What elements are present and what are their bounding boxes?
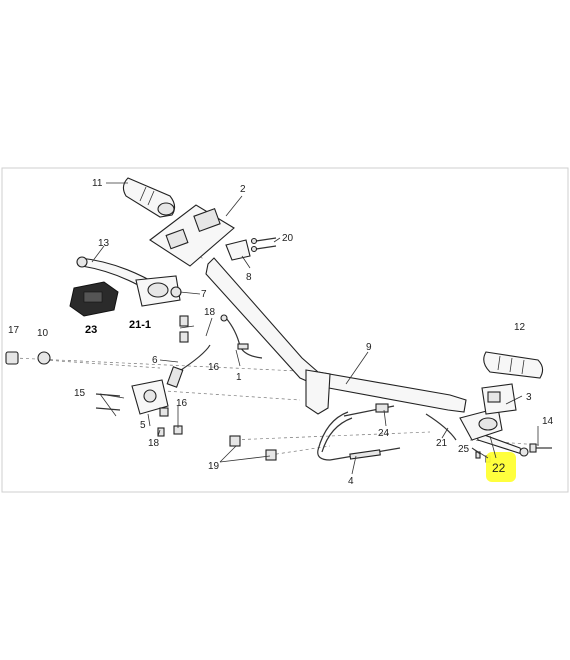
left-grip-part[interactable] bbox=[122, 177, 176, 218]
banjo-bolt-part-18[interactable] bbox=[179, 315, 189, 343]
label-2[interactable]: 2 bbox=[240, 184, 246, 195]
label-18-bottom[interactable]: 18 bbox=[148, 438, 160, 449]
label-1[interactable]: 1 bbox=[236, 372, 242, 383]
label-9[interactable]: 9 bbox=[366, 342, 372, 353]
throttle-cable-part[interactable] bbox=[220, 314, 263, 359]
rear-brake-lever-part[interactable] bbox=[425, 407, 529, 457]
label-11[interactable]: 11 bbox=[92, 178, 103, 189]
label-3[interactable]: 3 bbox=[526, 392, 532, 403]
part-labels: 11 2 13 20 8 7 23 21-1 18 12 17 10 9 6 1… bbox=[8, 178, 554, 487]
label-13[interactable]: 13 bbox=[98, 238, 110, 249]
nut-part-10[interactable] bbox=[37, 351, 51, 365]
right-switch-part[interactable] bbox=[481, 383, 517, 415]
label-22[interactable]: 22 bbox=[492, 461, 506, 475]
bolts-part-15[interactable] bbox=[95, 393, 183, 437]
switch-part-23[interactable] bbox=[69, 281, 119, 317]
bolt-part-14[interactable] bbox=[529, 443, 552, 453]
label-6[interactable]: 6 bbox=[152, 355, 158, 366]
bolts-part-19[interactable] bbox=[229, 435, 277, 461]
label-19[interactable]: 19 bbox=[208, 461, 220, 472]
brake-cable-part-4[interactable] bbox=[317, 411, 401, 461]
label-16-bottom[interactable]: 16 bbox=[176, 398, 188, 409]
label-24[interactable]: 24 bbox=[378, 428, 390, 439]
label-12[interactable]: 12 bbox=[514, 322, 526, 333]
screws-part-20[interactable] bbox=[250, 237, 277, 253]
label-16-top[interactable]: 16 bbox=[208, 362, 220, 373]
label-21[interactable]: 21 bbox=[436, 438, 448, 449]
label-23[interactable]: 23 bbox=[85, 324, 97, 336]
diagram-frame bbox=[1, 167, 569, 493]
label-17[interactable]: 17 bbox=[8, 325, 20, 336]
master-cylinder-part[interactable] bbox=[135, 275, 182, 307]
label-21-1[interactable]: 21-1 bbox=[129, 319, 151, 331]
highlight-22 bbox=[486, 452, 516, 482]
label-8[interactable]: 8 bbox=[246, 272, 252, 283]
brake-hose-part[interactable] bbox=[166, 344, 211, 388]
bolt-part-17[interactable] bbox=[5, 351, 19, 365]
switch-clamp-part[interactable] bbox=[225, 239, 251, 261]
label-15[interactable]: 15 bbox=[74, 388, 86, 399]
label-4[interactable]: 4 bbox=[348, 476, 354, 487]
left-switch-housing-part[interactable] bbox=[149, 204, 235, 267]
label-10[interactable]: 10 bbox=[37, 328, 49, 339]
label-5[interactable]: 5 bbox=[140, 420, 146, 431]
handlebar-part[interactable] bbox=[205, 257, 467, 415]
right-grip-part[interactable] bbox=[483, 351, 544, 379]
caliper-part[interactable] bbox=[131, 379, 169, 415]
label-18-top[interactable]: 18 bbox=[204, 307, 216, 318]
leader-lines bbox=[91, 182, 539, 475]
label-7[interactable]: 7 bbox=[201, 289, 207, 300]
label-14[interactable]: 14 bbox=[542, 416, 554, 427]
wire-part-24[interactable] bbox=[343, 403, 395, 417]
label-25[interactable]: 25 bbox=[458, 444, 470, 455]
label-20[interactable]: 20 bbox=[282, 233, 294, 244]
